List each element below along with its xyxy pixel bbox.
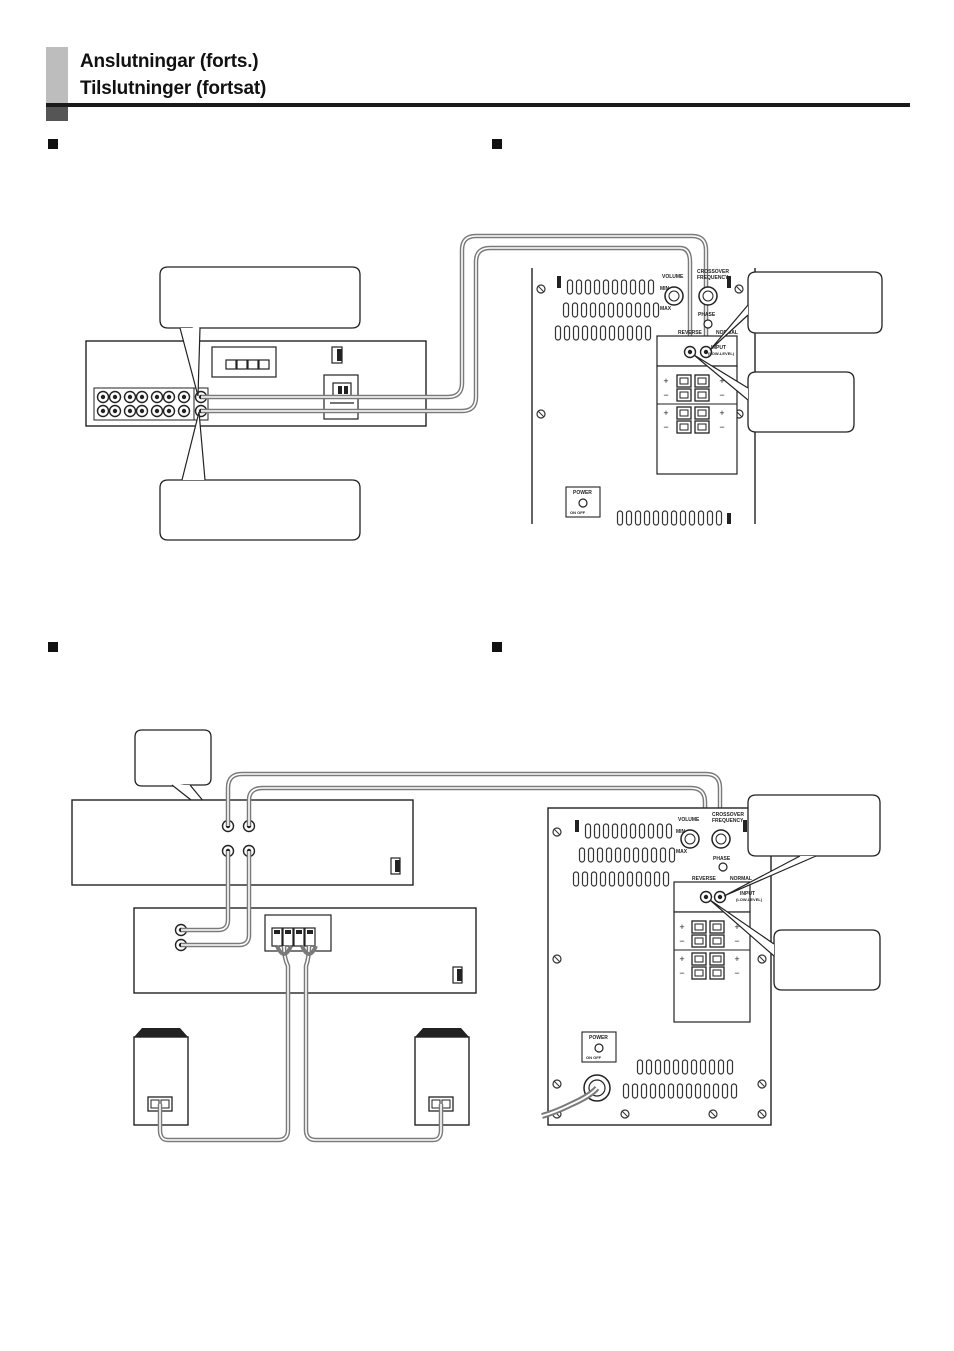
- svg-text:−: −: [679, 968, 684, 978]
- callout-top-right-upper: [709, 271, 883, 351]
- preamplifier-rear-panel: [71, 799, 414, 886]
- label-normal-bottom: NORMAL: [730, 876, 752, 882]
- header-accent-bar: [46, 47, 68, 103]
- label-max-top: MAX: [660, 306, 672, 312]
- section-bullet-bottom-right: [492, 642, 502, 652]
- section-bullet-top-right: [492, 139, 502, 149]
- page-title: Anslutningar (forts.) Tilslutninger (for…: [80, 48, 266, 102]
- svg-text:+: +: [663, 408, 668, 418]
- svg-text:−: −: [663, 422, 668, 432]
- label-frequency-bottom: FREQUENCY: [712, 818, 744, 824]
- label-frequency-top: FREQUENCY: [697, 275, 729, 281]
- label-min-top: MIN: [660, 286, 670, 292]
- speaker-left: [133, 1028, 189, 1126]
- label-phase-top: PHASE: [698, 312, 716, 318]
- label-volume-bottom: VOLUME: [678, 817, 700, 823]
- callout-top-left-upper: [159, 266, 361, 397]
- label-crossover-bottom: CROSSOVER: [712, 812, 744, 818]
- svg-text:+: +: [734, 922, 739, 932]
- label-reverse-top: REVERSE: [678, 330, 703, 336]
- label-input-sub-top: (LOW-LEVEL): [708, 351, 735, 356]
- svg-text:+: +: [719, 408, 724, 418]
- section-bullet-top-left: [48, 139, 58, 149]
- label-phase-bottom: PHASE: [713, 856, 731, 862]
- subwoofer-rear-panel-bottom: + − + − + − + −: [547, 807, 772, 1126]
- svg-text:−: −: [734, 968, 739, 978]
- label-input-top: INPUT: [711, 345, 726, 351]
- svg-text:−: −: [719, 390, 724, 400]
- label-power-top: POWER: [573, 490, 592, 496]
- label-input-bottom: INPUT: [740, 891, 755, 897]
- callout-bottom-right-lower: [709, 899, 881, 991]
- section-bullet-bottom-left: [48, 642, 58, 652]
- label-min-bottom: MIN: [676, 829, 686, 835]
- subwoofer-rear-panel-top: + − + − + − + −: [531, 268, 756, 526]
- label-power-onoff-top: ON OFF: [570, 510, 586, 515]
- label-crossover-top: CROSSOVER: [697, 269, 729, 275]
- label-reverse-bottom: REVERSE: [692, 876, 717, 882]
- label-max-bottom: MAX: [676, 849, 688, 855]
- svg-text:+: +: [734, 954, 739, 964]
- svg-text:−: −: [734, 936, 739, 946]
- header-rule: [46, 103, 910, 107]
- label-power-onoff-bottom: ON OFF: [586, 1055, 602, 1060]
- label-volume-top: VOLUME: [662, 274, 684, 280]
- label-power-bottom: POWER: [589, 1035, 608, 1041]
- svg-text:+: +: [679, 922, 684, 932]
- callout-bottom-right-upper: [723, 794, 881, 897]
- svg-text:+: +: [663, 376, 668, 386]
- callout-top-left-lower: [159, 411, 361, 541]
- power-cord: [541, 1085, 600, 1119]
- svg-text:−: −: [679, 936, 684, 946]
- svg-text:+: +: [719, 376, 724, 386]
- title-line-2: Tilslutninger (fortsat): [80, 78, 267, 99]
- svg-text:+: +: [679, 954, 684, 964]
- callout-top-right-lower: [693, 354, 855, 433]
- svg-text:−: −: [663, 390, 668, 400]
- header-rule-tab: [46, 107, 68, 121]
- title-line-1: Anslutningar (forts.): [80, 51, 259, 72]
- svg-text:−: −: [719, 422, 724, 432]
- label-input-sub-bottom: (LOW-LEVEL): [736, 897, 763, 902]
